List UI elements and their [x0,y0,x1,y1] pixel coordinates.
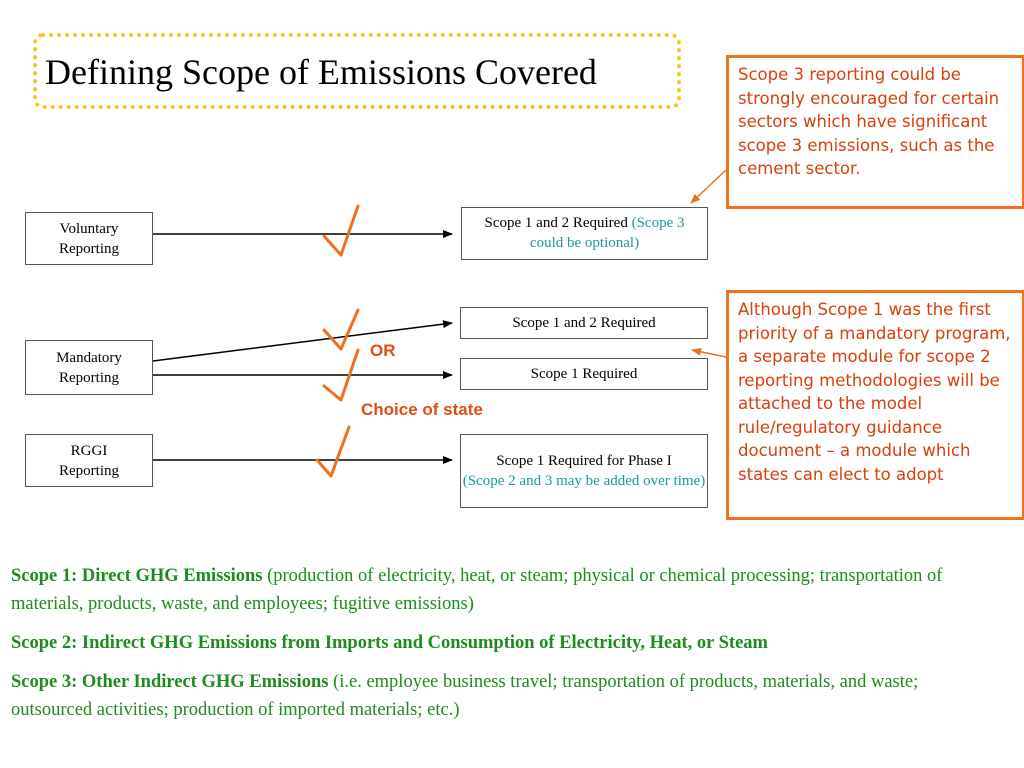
voluntary-result-box: Scope 1 and 2 Required (Scope 3 could be… [461,207,708,260]
rggi-result-box: Scope 1 Required for Phase I (Scope 2 an… [460,434,708,508]
scope1-term: Scope 1: Direct GHG Emissions [11,566,263,586]
scope2-definition: Scope 2: Indirect GHG Emissions from Imp… [11,629,1001,657]
mandatory-reporting-line1: Mandatory [56,349,122,366]
mandatory-reporting-box: Mandatory Reporting [25,340,153,395]
mandatory-reporting-line2: Reporting [59,369,119,386]
mandatory-result-scope12-text: Scope 1 and 2 Required [512,315,656,331]
check-mark-icon [315,425,351,478]
check-mark-icon [322,308,360,351]
title-frame [33,33,681,109]
scope-definitions: Scope 1: Direct GHG Emissions (productio… [11,562,1001,735]
mandatory-result-scope12-box: Scope 1 and 2 Required [460,307,708,339]
rggi-reporting-box: RGGI Reporting [25,434,153,487]
scope3-term: Scope 3: Other Indirect GHG Emissions [11,672,329,692]
scope3-callout: Scope 3 reporting could be strongly enco… [726,55,1024,209]
voluntary-result-main: Scope 1 and 2 Required [484,215,632,231]
rggi-reporting-line2: Reporting [59,462,119,479]
or-label: OR [370,341,396,360]
voluntary-result-note: (Scope 3 could be optional) [529,215,685,251]
rggi-result-main: Scope 1 Required for Phase I [496,453,672,469]
choice-of-state-label: Choice of state [361,400,483,419]
voluntary-reporting-line1: Voluntary [59,220,119,237]
mandatory-result-scope1-text: Scope 1 Required [530,366,638,382]
voluntary-reporting-line2: Reporting [59,240,119,257]
scope2-term: Scope 2: Indirect GHG Emissions from Imp… [11,633,768,653]
rggi-result-note: (Scope 2 and 3 may be added over time) [462,473,706,489]
voluntary-reporting-box: Voluntary Reporting [25,212,153,265]
scope2-module-callout: Although Scope 1 was the first priority … [726,290,1024,520]
page-title: Defining Scope of Emissions Covered [45,52,597,92]
scope1-detail: (production of electricity, heat, or ste… [11,566,943,614]
arrow-mandatory-to-scope12 [152,320,453,362]
scope3-detail: (i.e. employee business travel; transpor… [11,672,919,720]
check-mark-icon [322,204,360,257]
callout-pointer-module [691,347,727,358]
check-mark-icon [322,348,360,402]
mandatory-result-scope1-box: Scope 1 Required [460,358,708,390]
rggi-reporting-line1: RGGI [70,442,108,459]
callout-pointer-scope3 [690,169,727,204]
scope1-definition: Scope 1: Direct GHG Emissions (productio… [11,562,1001,618]
scope3-definition: Scope 3: Other Indirect GHG Emissions (i… [11,668,1001,724]
